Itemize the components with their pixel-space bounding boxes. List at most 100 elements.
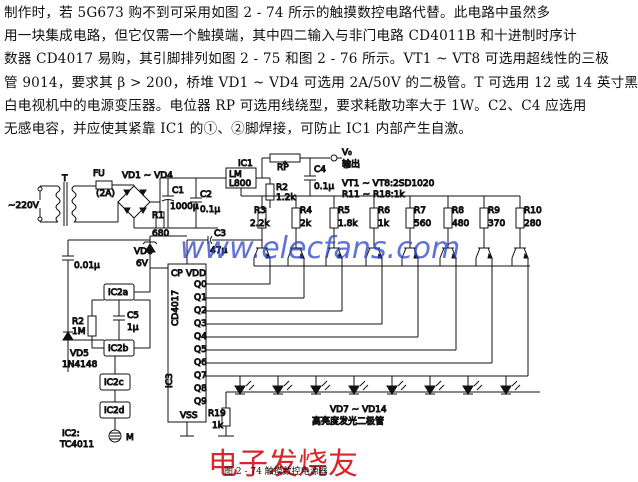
figure-caption: 图 2 - 74 触摸数控电源器 <box>224 465 328 477</box>
ic3-cp: CP <box>171 269 183 279</box>
r4-label: R4 <box>300 206 312 216</box>
r5-value: 1.8k <box>338 219 358 229</box>
capacitor-c3 <box>186 235 262 264</box>
c4-label: C4 <box>314 165 326 175</box>
diode-vd5 <box>62 331 104 341</box>
pin-q4: Q4 <box>194 332 207 342</box>
r-note: R11 ~ R18:1k <box>342 190 405 200</box>
c1-value: 1000μ <box>170 202 199 212</box>
c2-label: C2 <box>200 190 212 200</box>
r8-label: R8 <box>452 206 464 216</box>
ic3-vdd: VDD <box>186 269 206 279</box>
body-paragraph: 制作时，若 5G673 购不到可采用如图 2 - 74 所示的触摸数控电路代替。… <box>4 2 638 141</box>
vd6-value: 6V <box>136 259 149 269</box>
ic3-vss: VSS <box>180 411 198 421</box>
watermark-cn: 电子发烧友 <box>208 447 358 482</box>
r3-label: R3 <box>254 206 266 216</box>
transformer-label: T <box>61 174 68 184</box>
bridge-rectifier <box>96 178 161 228</box>
vd6-label: VD6 <box>134 247 153 257</box>
pin-q1: Q1 <box>194 293 207 303</box>
resistor-r19 <box>218 392 234 437</box>
small-cap-value: 0.01μ <box>74 261 100 271</box>
r7-value: 560 <box>414 219 431 229</box>
regulator-ic1 <box>196 167 270 196</box>
bridge-label: VD1 ~ VD4 <box>122 171 173 181</box>
c5-value: 1μ <box>127 323 139 333</box>
c3-label: C3 <box>214 229 226 239</box>
ic1-number: L800 <box>229 179 251 189</box>
r7-label: R7 <box>414 206 426 216</box>
transistor-array <box>253 240 529 259</box>
r6-value: 1k <box>378 219 390 229</box>
output-terminal <box>330 154 342 162</box>
circuit-diagram: T ~220V FU (2A) VD1 ~ VD4 C1 1000μ <box>8 148 543 482</box>
paragraph-line: 无感电容，并应使其紧靠 IC1 的①、②脚焊接，可防止 IC1 内部产生自激。 <box>4 121 473 138</box>
pin-q3: Q3 <box>194 319 207 329</box>
pin-q9: Q9 <box>194 397 207 407</box>
vo-label: V₀ <box>342 148 352 158</box>
fuse-rating: (2A) <box>96 189 115 199</box>
ic3-label: IC3 <box>165 373 175 388</box>
r2-label: R2 <box>276 183 288 193</box>
resistor-ladder <box>257 196 525 240</box>
r2-value: 1.2k <box>276 193 296 203</box>
ic2-note: IC2: <box>62 429 80 439</box>
vd5-label: VD5 <box>70 349 89 359</box>
capacitor-c1 <box>161 178 175 228</box>
resistor-r2 <box>265 178 275 208</box>
paragraph-line: 用一块集成电路，但它仅需一个触摸端，其中四二输入与非门电路 CD4011B 和十… <box>4 28 577 45</box>
potentiometer-rp <box>261 153 310 178</box>
ic3-part: CD4017 <box>171 290 181 326</box>
capacitor-c2 <box>190 178 202 228</box>
ic2-part: TC4011 <box>59 440 94 450</box>
ic3-q-pins: Q0 Q1 Q2 Q3 Q4 Q5 Q6 Q7 Q8 Q9 <box>194 280 208 408</box>
pin-q0: Q0 <box>194 280 207 290</box>
q-output-wires <box>205 258 529 377</box>
ic1-label: IC1 <box>238 159 253 169</box>
paragraph-line: 管 9014，要求其 β > 200，桥堆 VD1 ~ VD4 可选用 2A/5… <box>4 74 638 91</box>
fuse-label: FU <box>93 169 105 179</box>
led-array <box>226 376 540 395</box>
ic2b-label: IC2b <box>108 344 129 354</box>
ic2d-label: IC2d <box>104 406 124 416</box>
c4-value: 0.1μ <box>314 182 334 192</box>
touch-electrode <box>108 429 122 443</box>
pin-q2: Q2 <box>194 306 207 316</box>
c2-value: 0.1μ <box>200 205 220 215</box>
paragraph-line: 制作时，若 5G673 购不到可采用如图 2 - 74 所示的触摸数控电路代替。… <box>4 5 551 21</box>
touch-label: M <box>126 433 134 443</box>
watermark: www.elecfans.com <box>180 231 460 266</box>
vt-note: VT1 ~ VT8:2SD1020 <box>342 179 435 189</box>
paragraph-line: 白电视机中的电源变压器。电位器 RP 可选用线绕型，要求耗散功率大于 1W。C2… <box>4 97 587 114</box>
r9-value: 370 <box>488 219 505 229</box>
capacitor-small <box>62 239 150 272</box>
pin-q7: Q7 <box>194 371 207 381</box>
c1-label: C1 <box>172 186 184 196</box>
vo-output-label: 输出 <box>342 158 360 170</box>
c3-value: 47μ <box>210 246 227 256</box>
ic1-part: LM <box>229 170 242 180</box>
ac-input-label: ~220V <box>8 201 40 211</box>
r9-label: R9 <box>488 206 500 216</box>
capacitor-c4 <box>304 157 330 196</box>
r1-value: 680 <box>152 229 169 239</box>
resistor-r1 <box>155 202 165 229</box>
transformer <box>37 182 96 226</box>
ic2c-label: IC2c <box>104 378 124 388</box>
r5-label: R5 <box>338 206 350 216</box>
led-description: 高亮度发光二极管 <box>312 415 384 427</box>
pin-q8: Q8 <box>194 384 207 394</box>
fuse <box>95 180 113 190</box>
pin-q6: Q6 <box>194 358 207 368</box>
r19-value: 1k <box>212 421 224 431</box>
paragraph-line: 数器 CD4017 易购，其引脚排列如图 2 - 75 和图 2 - 76 所示… <box>4 51 610 68</box>
rp-label: RP <box>277 163 289 173</box>
r2b-value: 1M <box>72 327 86 337</box>
r19-label: R19 <box>208 409 226 419</box>
ic2a-label: IC2a <box>108 288 128 298</box>
led-note: VD7 ~ VD14 <box>330 405 387 415</box>
capacitor-c5 <box>113 315 125 334</box>
pin-q5: Q5 <box>194 345 207 355</box>
resistor-r2-1m <box>87 315 97 337</box>
